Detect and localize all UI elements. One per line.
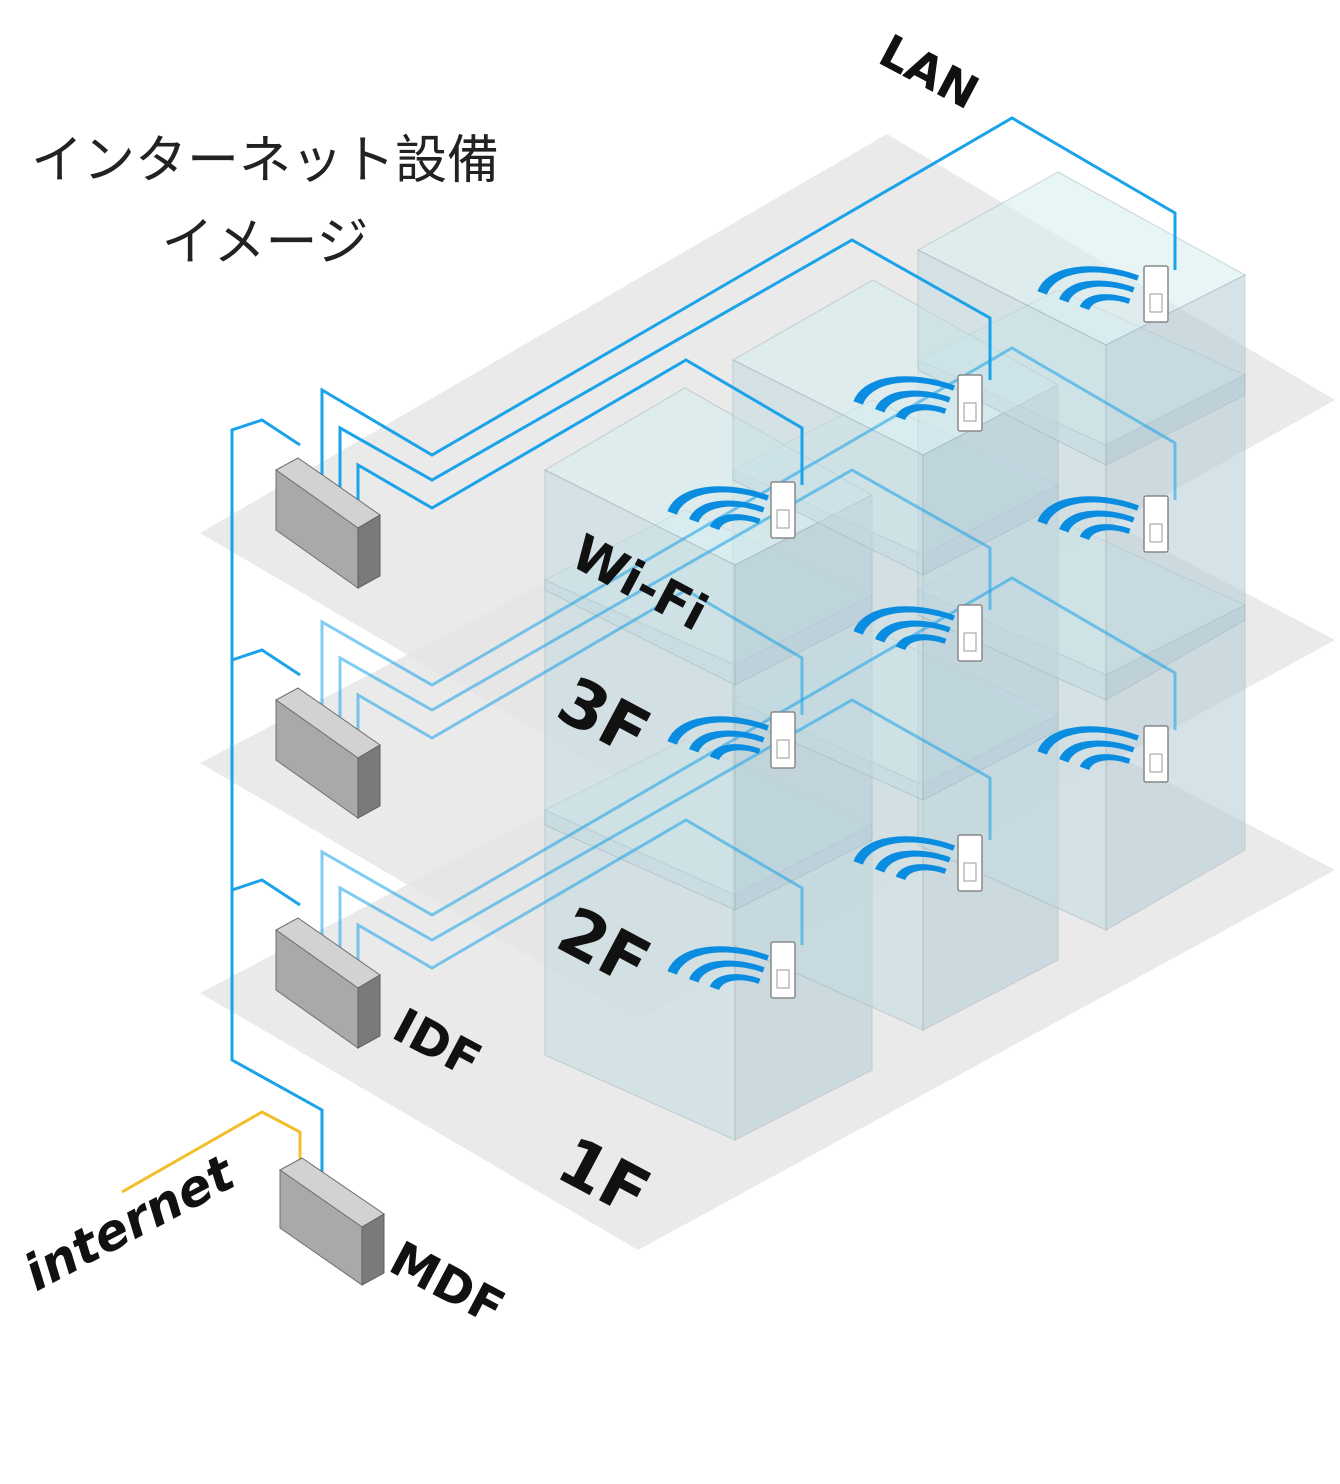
wifi-signal-icon (667, 946, 769, 991)
backbone-cable (230, 418, 324, 1180)
mdf-device (279, 1157, 385, 1286)
wifi-signals (667, 266, 1139, 991)
wifi-signal-icon (853, 606, 955, 651)
wifi-signal-icon (667, 716, 769, 761)
access-point-icon (957, 834, 983, 892)
access-point-icon (770, 481, 796, 539)
access-point-icon (1143, 725, 1169, 783)
idf-switch-1f (275, 917, 381, 1049)
access-point-icon (1143, 495, 1169, 553)
access-point-icon (1143, 265, 1169, 323)
access-point-icon (770, 711, 796, 769)
internet-cable (121, 1110, 302, 1194)
idf-switch-2f (275, 687, 381, 819)
idf-switch-3f (275, 457, 381, 589)
wifi-signal-icon (667, 486, 769, 531)
wifi-signal-icon (1037, 496, 1139, 541)
access-point-icon (957, 374, 983, 432)
lan-label: LAN (871, 24, 988, 120)
wifi-signal-icon (1037, 266, 1139, 311)
lan-cables-3f (320, 116, 1177, 510)
access-point-icon (957, 604, 983, 662)
wifi-signal-icon (853, 836, 955, 881)
wifi-signal-icon (853, 376, 955, 421)
wifi-signal-icon (1037, 726, 1139, 771)
mdf-label: MDF (381, 1231, 514, 1337)
access-point-icon (770, 941, 796, 999)
diagram-title-line1: インターネット設備 (31, 131, 499, 191)
access-points (770, 265, 1169, 999)
diagram-title-line2: イメージ (162, 213, 369, 273)
internet-label: internet (15, 1143, 246, 1303)
